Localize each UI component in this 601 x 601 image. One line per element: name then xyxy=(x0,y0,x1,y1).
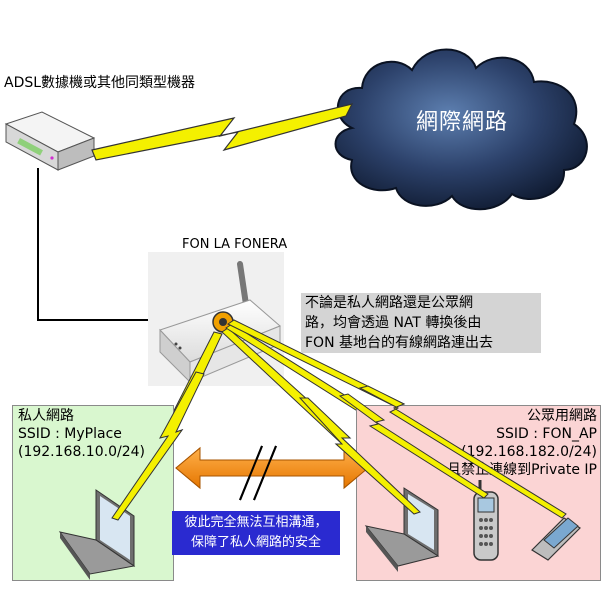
public-network-ssid: SSID : FON_AP xyxy=(496,426,597,442)
private-network-ssid: SSID : MyPlace xyxy=(18,426,122,442)
lightning-modem-internet xyxy=(91,103,354,161)
isolation-note-line: 保障了私人網路的安全 xyxy=(190,535,321,550)
fonera-router-icon xyxy=(148,252,284,386)
nat-note: 不論是私人網路還是公眾網 路，均會透過 NAT 轉換後由 FON 基地台的有線網… xyxy=(301,293,541,353)
public-network-restriction: 且禁止連線到Private IP xyxy=(447,462,597,478)
nat-note-line: FON 基地台的有線網路連出去 xyxy=(305,335,493,351)
isolation-arrow-icon xyxy=(175,445,369,501)
private-network-title: 私人網路 xyxy=(18,408,74,424)
isolation-note-line: 彼此完全無法互相溝通， xyxy=(184,515,328,530)
adsl-modem-icon xyxy=(4,111,96,171)
private-network-info: 私人網路 SSID : MyPlace (192.168.10.0/24) xyxy=(18,407,145,461)
public-network-info: 公眾用網路 SSID : FON_AP (192.168.182.0/24) 且… xyxy=(447,407,597,479)
nat-note-line: 路，均會透過 NAT 轉換後由 xyxy=(305,315,482,331)
public-network-title: 公眾用網路 xyxy=(527,408,597,424)
public-network-subnet: (192.168.182.0/24) xyxy=(461,444,597,460)
isolation-note: 彼此完全無法互相溝通， 保障了私人網路的安全 xyxy=(172,511,340,555)
private-network-subnet: (192.168.10.0/24) xyxy=(18,444,145,460)
wired-links xyxy=(37,168,160,321)
nat-note-line: 不論是私人網路還是公眾網 xyxy=(305,295,473,311)
internet-cloud-icon xyxy=(334,48,588,211)
router-label: FON LA FONERA xyxy=(182,237,288,252)
internet-label: 網際網路 xyxy=(416,110,509,135)
modem-label: ADSL數據機或其他同類型機器 xyxy=(4,75,196,91)
